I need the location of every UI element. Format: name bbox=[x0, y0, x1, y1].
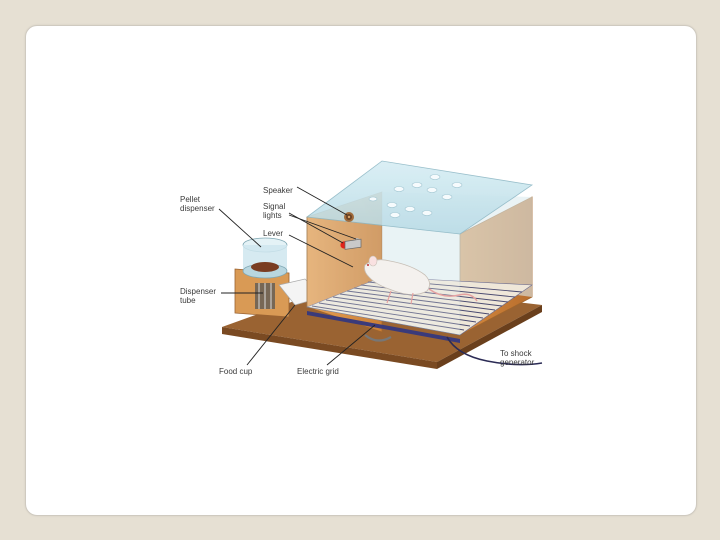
pellets bbox=[251, 262, 279, 272]
label-speaker: Speaker bbox=[263, 186, 293, 195]
label-signal-lights: Signal lights bbox=[263, 202, 286, 220]
grid-frame bbox=[307, 311, 460, 343]
chamber-lid bbox=[305, 160, 534, 235]
label-dispenser-tube: Dispenser tube bbox=[180, 287, 217, 305]
label-food-cup: Food cup bbox=[219, 367, 253, 376]
label-to-shock-generator: To shock generator bbox=[500, 349, 535, 367]
label-pellet-dispenser: Pellet dispenser bbox=[180, 195, 215, 213]
lever-icon bbox=[344, 238, 362, 250]
label-electric-grid: Electric grid bbox=[297, 367, 339, 376]
label-lever: Lever bbox=[263, 229, 284, 238]
chamber-illustration bbox=[218, 160, 543, 369]
electric-grid bbox=[305, 276, 533, 336]
base-board-front bbox=[222, 327, 437, 369]
leader-lines bbox=[218, 186, 376, 366]
tray-handle bbox=[364, 334, 392, 342]
operant-chamber-diagram: Speaker Signal lights Lever Pellet dispe… bbox=[177, 157, 543, 383]
rat-icon bbox=[364, 255, 478, 305]
lid-holes bbox=[368, 174, 463, 218]
shock-cable bbox=[446, 336, 543, 366]
speaker-icon bbox=[344, 212, 354, 222]
